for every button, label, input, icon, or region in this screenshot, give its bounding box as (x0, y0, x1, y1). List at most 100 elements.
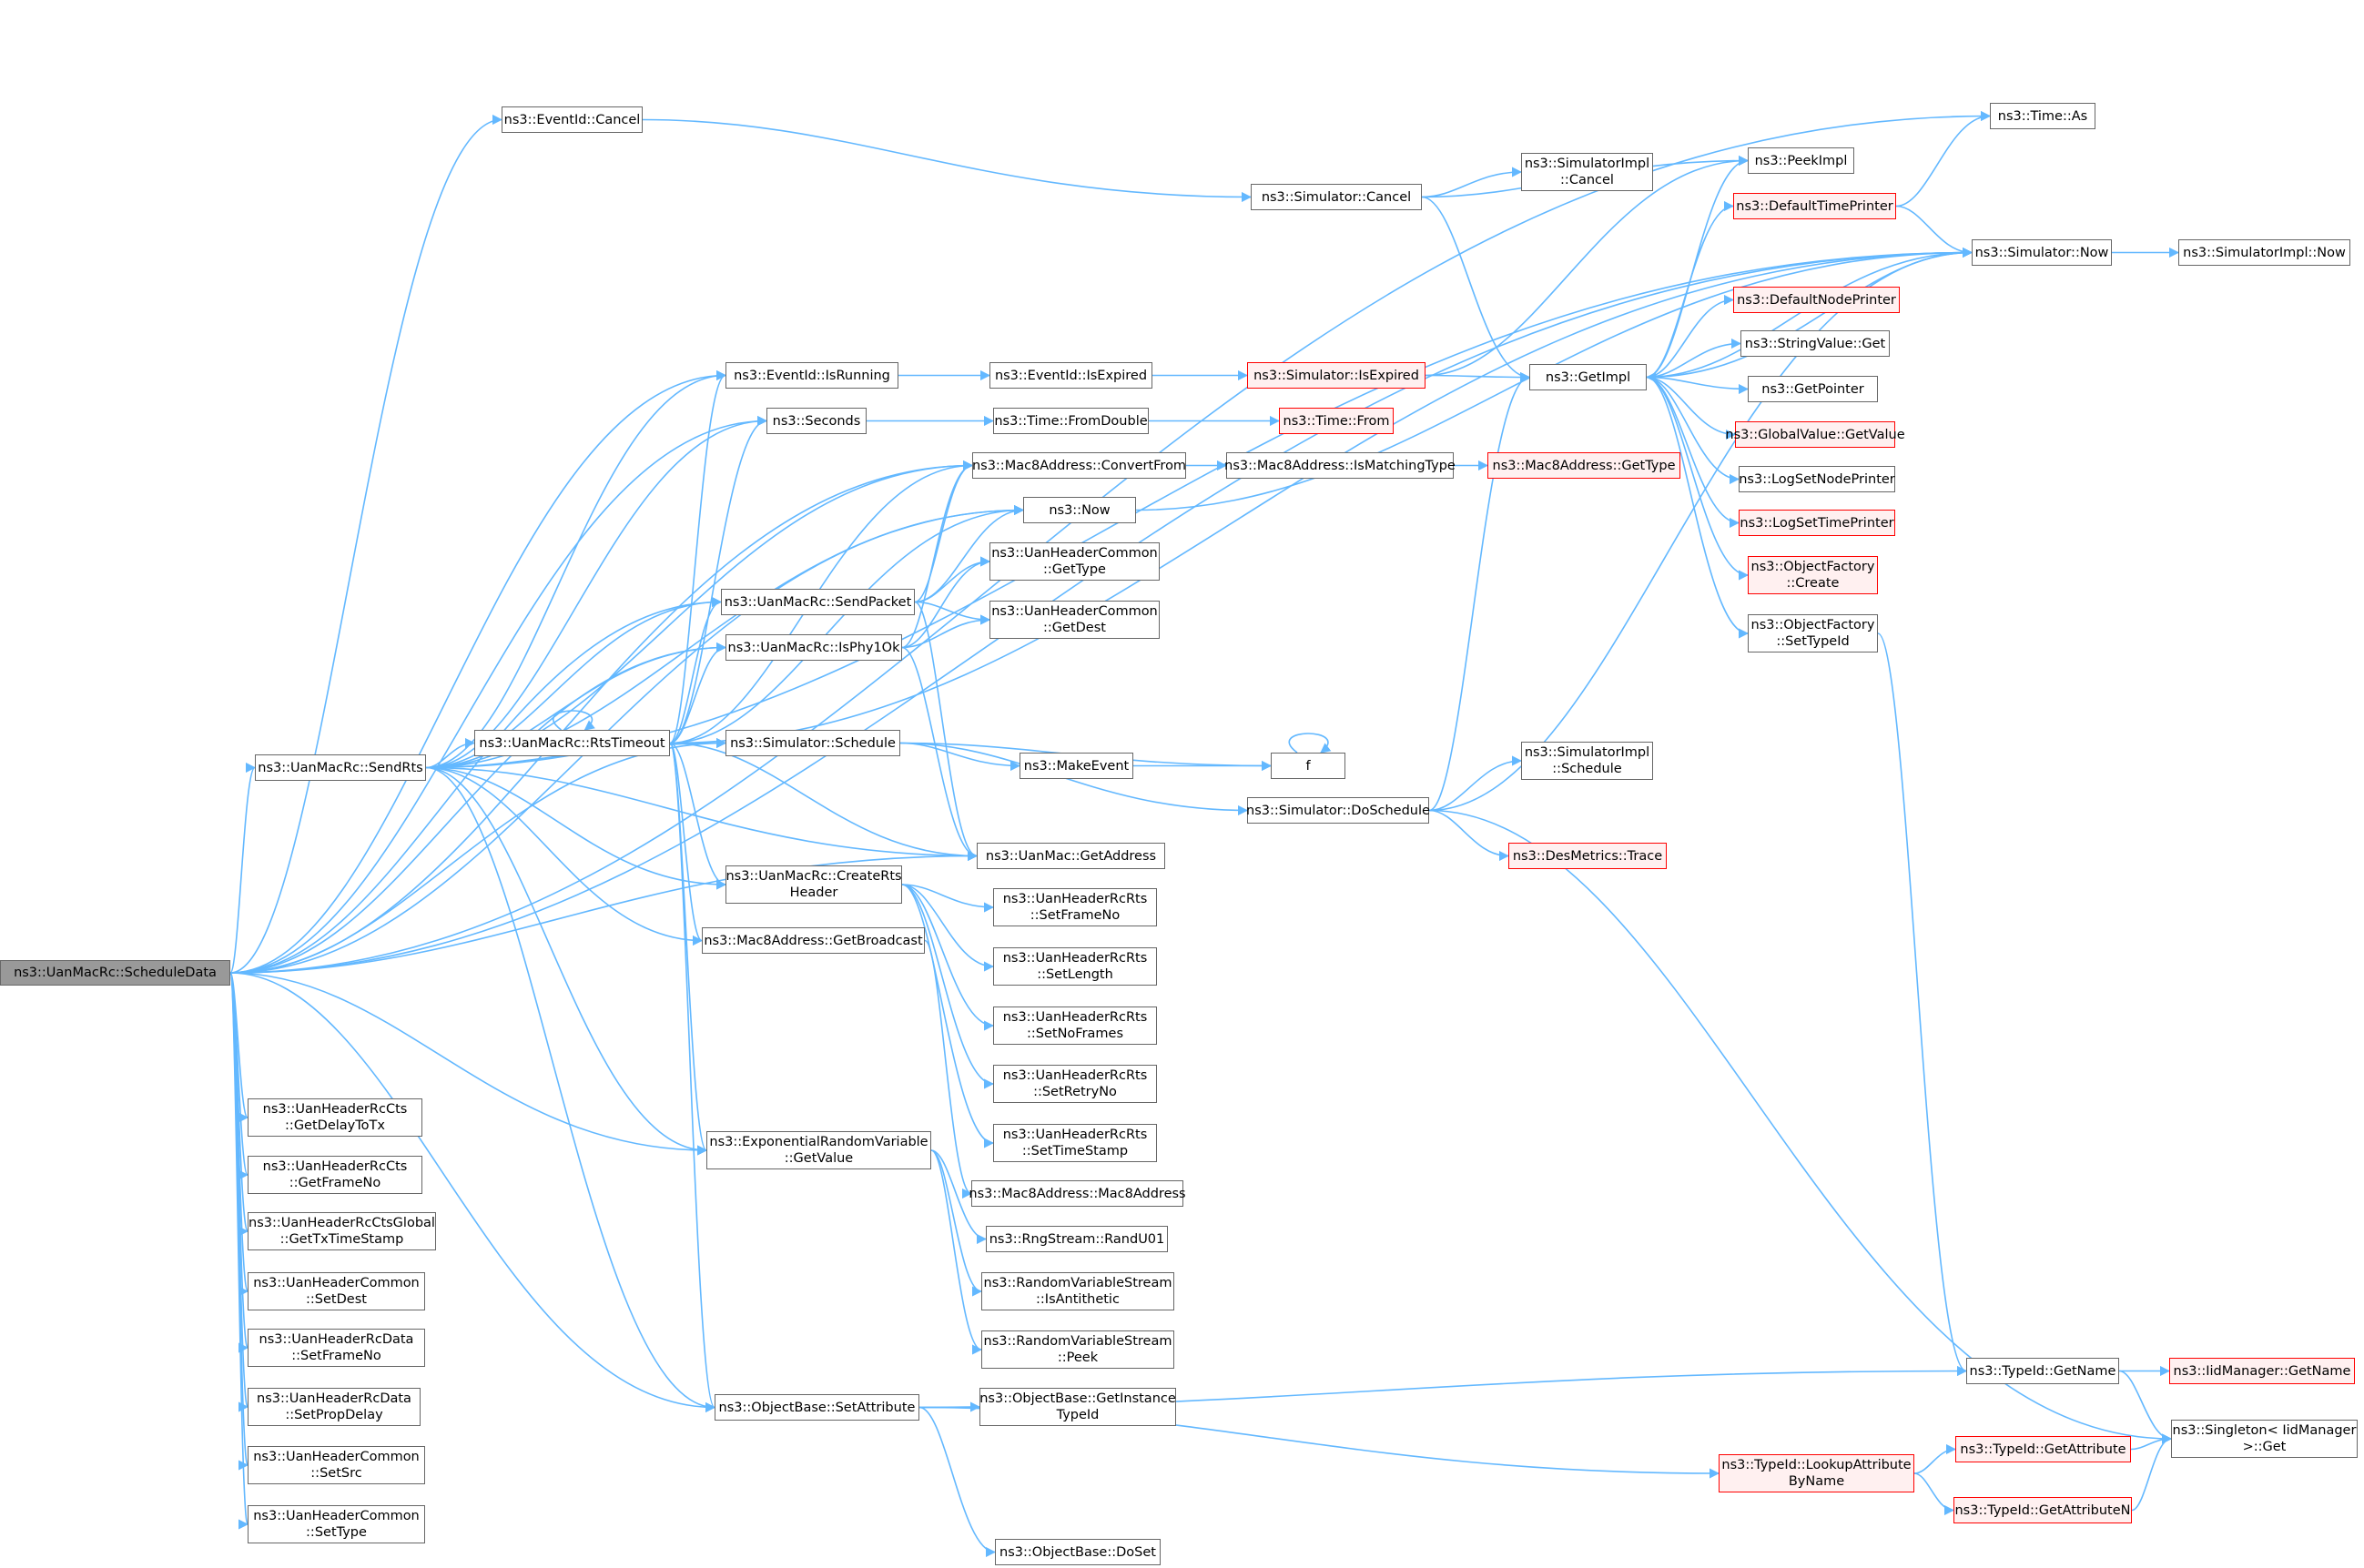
node-macgettype[interactable]: ns3::Mac8Address::GetType (1487, 452, 1680, 479)
node-rtssetnoframes[interactable]: ns3::UanHeaderRcRts::SetNoFrames (993, 1007, 1157, 1045)
node-getattribute[interactable]: ns3::TypeId::GetAttribute (1955, 1436, 2131, 1462)
node-datasetframeno[interactable]: ns3::UanHeaderRcData::SetFrameNo (248, 1329, 425, 1367)
node-label: ns3::UanMacRc::SendPacket (724, 594, 912, 610)
node-cancel[interactable]: ns3::EventId::Cancel (502, 106, 643, 133)
edge-doschedule-to-simnow (1428, 247, 1973, 812)
node-ofcreate[interactable]: ns3::ObjectFactory::Create (1748, 556, 1878, 594)
edge-sendpacket-to-commongetdest (914, 601, 991, 625)
node-getimpl[interactable]: ns3::GetImpl (1529, 364, 1647, 390)
node-label: ns3::Simulator::DoSchedule (1246, 803, 1430, 818)
node-getdelaytotx[interactable]: ns3::UanHeaderRcCts::GetDelayToTx (248, 1098, 422, 1137)
node-rtssetframeno[interactable]: ns3::UanHeaderRcRts::SetFrameNo (993, 888, 1157, 926)
node-convertfrom[interactable]: ns3::Mac8Address::ConvertFrom (972, 452, 1186, 479)
node-label: ns3::RngStream::RandU01 (989, 1231, 1165, 1247)
node-randu01[interactable]: ns3::RngStream::RandU01 (986, 1226, 1168, 1252)
node-simimplschedule[interactable]: ns3::SimulatorImpl::Schedule (1521, 742, 1653, 780)
node-rtstimeout[interactable]: ns3::UanMacRc::RtsTimeout (474, 730, 670, 756)
node-timeas[interactable]: ns3::Time::As (1990, 103, 2095, 129)
node-sendrts[interactable]: ns3::UanMacRc::SendRts (255, 754, 426, 781)
node-destrace[interactable]: ns3::DesMetrics::Trace (1508, 843, 1667, 869)
node-rtssetretryno[interactable]: ns3::UanHeaderRcRts::SetRetryNo (993, 1065, 1157, 1103)
node-ctsgetframeno[interactable]: ns3::UanHeaderRcCts::GetFrameNo (248, 1156, 422, 1194)
node-schedule[interactable]: ns3::Simulator::Schedule (725, 730, 900, 756)
edge-getimpl-to-stringvalueget (1646, 338, 1742, 379)
node-simcancel[interactable]: ns3::Simulator::Cancel (1251, 184, 1422, 210)
node-label: ns3::Mac8Address::IsMatchingType (1224, 458, 1456, 473)
node-root[interactable]: ns3::UanMacRc::ScheduleData (0, 960, 230, 986)
node-doset[interactable]: ns3::ObjectBase::DoSet (995, 1539, 1161, 1565)
node-label: ns3::EventId::IsExpired (994, 368, 1148, 383)
node-label: ns3::DefaultNodePrinter (1737, 292, 1896, 308)
node-getbroadcast[interactable]: ns3::Mac8Address::GetBroadcast (702, 927, 925, 954)
node-stringvalueget[interactable]: ns3::StringValue::Get (1740, 330, 1890, 357)
edge-root-to-setattribute (229, 972, 716, 1413)
node-setpropdelay[interactable]: ns3::UanHeaderRcData::SetPropDelay (248, 1388, 421, 1426)
node-defaulttimeprinter[interactable]: ns3::DefaultTimePrinter (1733, 193, 1896, 219)
node-simimplcancel[interactable]: ns3::SimulatorImpl::Cancel (1521, 153, 1653, 191)
node-commonsetsrc[interactable]: ns3::UanHeaderCommon::SetSrc (248, 1446, 425, 1484)
node-sendpacket[interactable]: ns3::UanMacRc::SendPacket (721, 589, 915, 615)
edge-defaulttimeprinter-to-simnow (1895, 205, 1973, 258)
node-isantithetic[interactable]: ns3::RandomVariableStream::IsAntithetic (981, 1272, 1174, 1310)
node-rtssetlength[interactable]: ns3::UanHeaderRcRts::SetLength (993, 947, 1157, 986)
node-typeidgetname[interactable]: ns3::TypeId::GetName (1966, 1358, 2119, 1384)
node-ismatchingtype[interactable]: ns3::Mac8Address::IsMatchingType (1224, 452, 1456, 479)
node-fromdouble[interactable]: ns3::Time::FromDouble (993, 408, 1149, 434)
edge-expgetvalue-to-randu01 (930, 1149, 988, 1245)
node-logsetnodeprinter[interactable]: ns3::LogSetNodePrinter (1739, 466, 1895, 492)
node-getattributen[interactable]: ns3::TypeId::GetAttributeN (1953, 1497, 2132, 1523)
node-label: ns3::UanHeaderRcRts (1002, 892, 1148, 906)
node-isphy1ok[interactable]: ns3::UanMacRc::IsPhy1Ok (725, 634, 902, 661)
node-commongettype[interactable]: ns3::UanHeaderCommon::GetType (989, 542, 1160, 581)
node-label: ns3::Time::FromDouble (994, 413, 1148, 429)
node-globalgetvalue[interactable]: ns3::GlobalValue::GetValue (1725, 421, 1905, 448)
edge-doschedule-to-getimpl (1428, 371, 1531, 812)
node-label: ns3::UanHeaderRcCts (262, 1159, 408, 1174)
node-label: ::GetDelayToTx (285, 1118, 385, 1133)
node-doschedule[interactable]: ns3::Simulator::DoSchedule (1246, 797, 1430, 824)
node-commonsettype[interactable]: ns3::UanHeaderCommon::SetType (248, 1505, 425, 1543)
node-peek[interactable]: ns3::RandomVariableStream::Peek (981, 1330, 1174, 1369)
node-label: ::SetNoFrames (1026, 1027, 1124, 1041)
node-defaultnodeprinter[interactable]: ns3::DefaultNodePrinter (1733, 287, 1900, 313)
node-mac8address[interactable]: ns3::Mac8Address::Mac8Address (969, 1180, 1186, 1207)
node-simimplnow[interactable]: ns3::SimulatorImpl::Now (2178, 239, 2350, 266)
node-label: ns3::MakeEvent (1023, 758, 1130, 774)
node-logsettimeprinter[interactable]: ns3::LogSetTimePrinter (1739, 510, 1895, 536)
edge-isphy1ok-to-getaddress (901, 646, 979, 862)
node-getpointer[interactable]: ns3::GetPointer (1748, 376, 1878, 402)
node-singletonget[interactable]: ns3::Singleton< IidManager>::Get (2171, 1420, 2358, 1458)
node-getaddress[interactable]: ns3::UanMac::GetAddress (977, 843, 1165, 869)
node-isexpired[interactable]: ns3::EventId::IsExpired (989, 362, 1152, 389)
node-setattribute[interactable]: ns3::ObjectBase::SetAttribute (715, 1394, 919, 1421)
node-rtssettimestamp[interactable]: ns3::UanHeaderRcRts::SetTimeStamp (993, 1124, 1157, 1162)
node-iidgetname[interactable]: ns3::IidManager::GetName (2169, 1358, 2355, 1384)
edge-sendpacket-to-getaddress (914, 601, 979, 862)
node-label: ns3::RandomVariableStream (983, 1334, 1172, 1349)
node-now3[interactable]: ns3::Now (1023, 497, 1136, 523)
node-expgetvalue[interactable]: ns3::ExponentialRandomVariable::GetValue (706, 1131, 931, 1169)
node-f[interactable]: f (1271, 753, 1345, 779)
node-timefrom[interactable]: ns3::Time::From (1279, 408, 1394, 434)
edge-createrts-to-rtssetlength (901, 884, 995, 972)
node-isrunning[interactable]: ns3::EventId::IsRunning (725, 362, 898, 389)
node-simnow[interactable]: ns3::Simulator::Now (1972, 239, 2112, 266)
edge-rtstimeout-to-isphy1ok (669, 642, 727, 744)
edge-sendrts-to-sendpacket (425, 596, 723, 769)
node-seconds[interactable]: ns3::Seconds (766, 408, 867, 434)
node-makeevent[interactable]: ns3::MakeEvent (1020, 753, 1133, 779)
node-commonsetdest[interactable]: ns3::UanHeaderCommon::SetDest (248, 1272, 425, 1310)
node-gettxtimestamp[interactable]: ns3::UanHeaderRcCtsGlobal::GetTxTimeStam… (248, 1212, 436, 1250)
node-label: ::SetDest (306, 1292, 367, 1307)
node-peekimpl[interactable]: ns3::PeekImpl (1748, 147, 1854, 174)
node-label: ns3::TypeId::GetAttribute (1960, 1442, 2126, 1457)
node-simisexpired[interactable]: ns3::Simulator::IsExpired (1247, 362, 1426, 389)
node-label: ns3::RandomVariableStream (983, 1276, 1172, 1290)
node-commongetdest[interactable]: ns3::UanHeaderCommon::GetDest (989, 601, 1160, 639)
node-label: ns3::Mac8Address::GetBroadcast (704, 933, 923, 948)
node-ofsettypeid[interactable]: ns3::ObjectFactory::SetTypeId (1748, 614, 1878, 652)
